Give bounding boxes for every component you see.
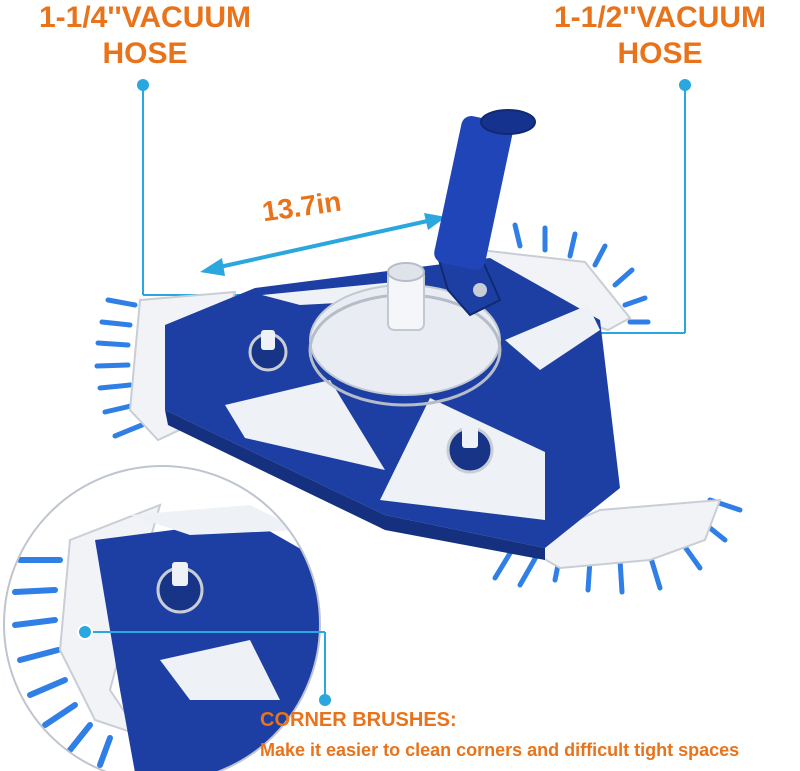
vacuum-head	[94, 109, 743, 595]
corner-callout	[85, 631, 326, 700]
wheel-right	[446, 424, 494, 474]
left-hose-callout	[142, 85, 400, 296]
handle-pole-top	[480, 109, 536, 135]
corner-callout-dot	[77, 624, 93, 640]
head-base-shadow	[165, 410, 545, 560]
left-hose-label-line2: HOSE	[102, 37, 188, 70]
wheel-left	[248, 330, 288, 372]
head-panel-right	[505, 305, 600, 370]
corner-brush-inset	[4, 466, 320, 771]
corner-brushes-title: CORNER BRUSHES:	[260, 709, 457, 731]
dimension-arrow	[200, 213, 446, 276]
bottom-corner-cap	[517, 498, 722, 570]
hose-port-opening	[387, 262, 425, 282]
head-panel-left	[225, 380, 385, 470]
inset-border	[3, 465, 321, 771]
left-hose-callout-dot	[137, 79, 149, 91]
corner-brushes-description: Make it easier to clean corners and diff…	[260, 740, 740, 760]
left-hose-label-line1: 1-1/4''VACUUM	[38, 1, 252, 34]
right-hose-label: 1-1/2''VACUUM HOSE	[520, 0, 800, 72]
corner-callout-end-dot	[319, 694, 331, 706]
right-hose-label-line2: HOSE	[617, 37, 703, 70]
left-hose-label: 1-1/4''VACUUM HOSE	[0, 0, 290, 72]
right-bristles	[512, 222, 651, 325]
left-bristles	[94, 297, 145, 439]
handle-pin	[473, 283, 487, 297]
handle-pole	[434, 116, 513, 270]
right-hose-label-line1: 1-1/2''VACUUM	[553, 1, 767, 34]
right-hose-callout-dot	[679, 79, 691, 91]
